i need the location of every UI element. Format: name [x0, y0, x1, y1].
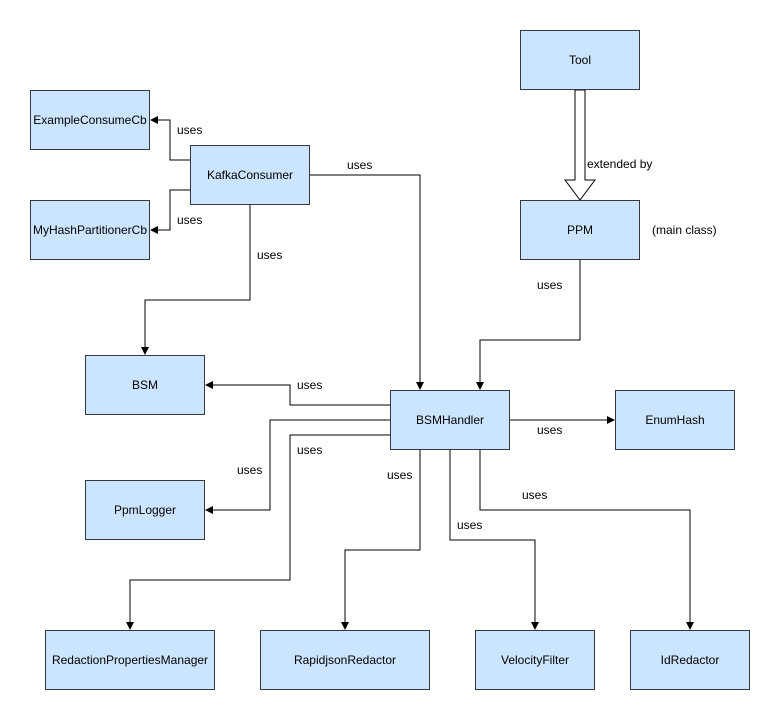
edge-kafka-example — [150, 116, 190, 161]
label-extended-by: extended by — [587, 157, 653, 171]
class-example-consume-cb[interactable]: ExampleConsumeCb — [30, 90, 150, 150]
edge-ppm-bsmhandler — [476, 260, 581, 390]
edge-bsmhandler-velocity — [449, 450, 539, 630]
class-bsm[interactable]: BSM — [85, 355, 205, 415]
label-uses-enumhash: uses — [537, 423, 563, 437]
edge-tool-ppm — [564, 89, 596, 201]
edge-bsmhandler-rapidjson — [341, 450, 421, 630]
edge-kafka-myhash — [150, 189, 190, 234]
label-uses-kafka-bsmhandler: uses — [347, 158, 373, 172]
label-uses-velocity: uses — [457, 518, 483, 532]
edge-bsmhandler-idredactor — [479, 450, 694, 630]
class-ppm[interactable]: PPM — [520, 200, 640, 260]
label-uses-ppm: uses — [537, 278, 563, 292]
edge-kafka-bsmhandler — [310, 174, 424, 390]
class-kafka-consumer[interactable]: KafkaConsumer — [190, 145, 310, 205]
class-redaction-properties-manager[interactable]: RedactionPropertiesManager — [45, 630, 215, 690]
class-velocity-filter[interactable]: VelocityFilter — [475, 630, 595, 690]
label-main-class: (main class) — [652, 223, 717, 237]
label-uses-bsm: uses — [297, 378, 323, 392]
class-rapidjson-redactor[interactable]: RapidjsonRedactor — [260, 630, 430, 690]
class-enum-hash[interactable]: EnumHash — [615, 390, 735, 450]
class-id-redactor[interactable]: IdRedactor — [630, 630, 750, 690]
class-tool[interactable]: Tool — [520, 30, 640, 90]
label-uses-idredactor: uses — [522, 488, 548, 502]
label-uses-ppmlogger: uses — [237, 463, 263, 477]
label-uses-rapidjson: uses — [387, 468, 413, 482]
edge-bsmhandler-ppmlogger — [205, 419, 390, 514]
edge-bsmhandler-bsm — [205, 381, 390, 406]
class-my-hash-partitioner-cb[interactable]: MyHashPartitionerCb — [30, 200, 150, 260]
class-bsm-handler[interactable]: BSMHandler — [390, 390, 510, 450]
edge-bsmhandler-redaction — [126, 434, 390, 630]
edge-kafka-bsm — [141, 205, 251, 355]
label-uses-redaction: uses — [297, 443, 323, 457]
label-uses-myhash: uses — [177, 213, 203, 227]
class-ppm-logger[interactable]: PpmLogger — [85, 480, 205, 540]
label-uses-example: uses — [177, 123, 203, 137]
label-uses-kafka-bsm: uses — [257, 248, 283, 262]
